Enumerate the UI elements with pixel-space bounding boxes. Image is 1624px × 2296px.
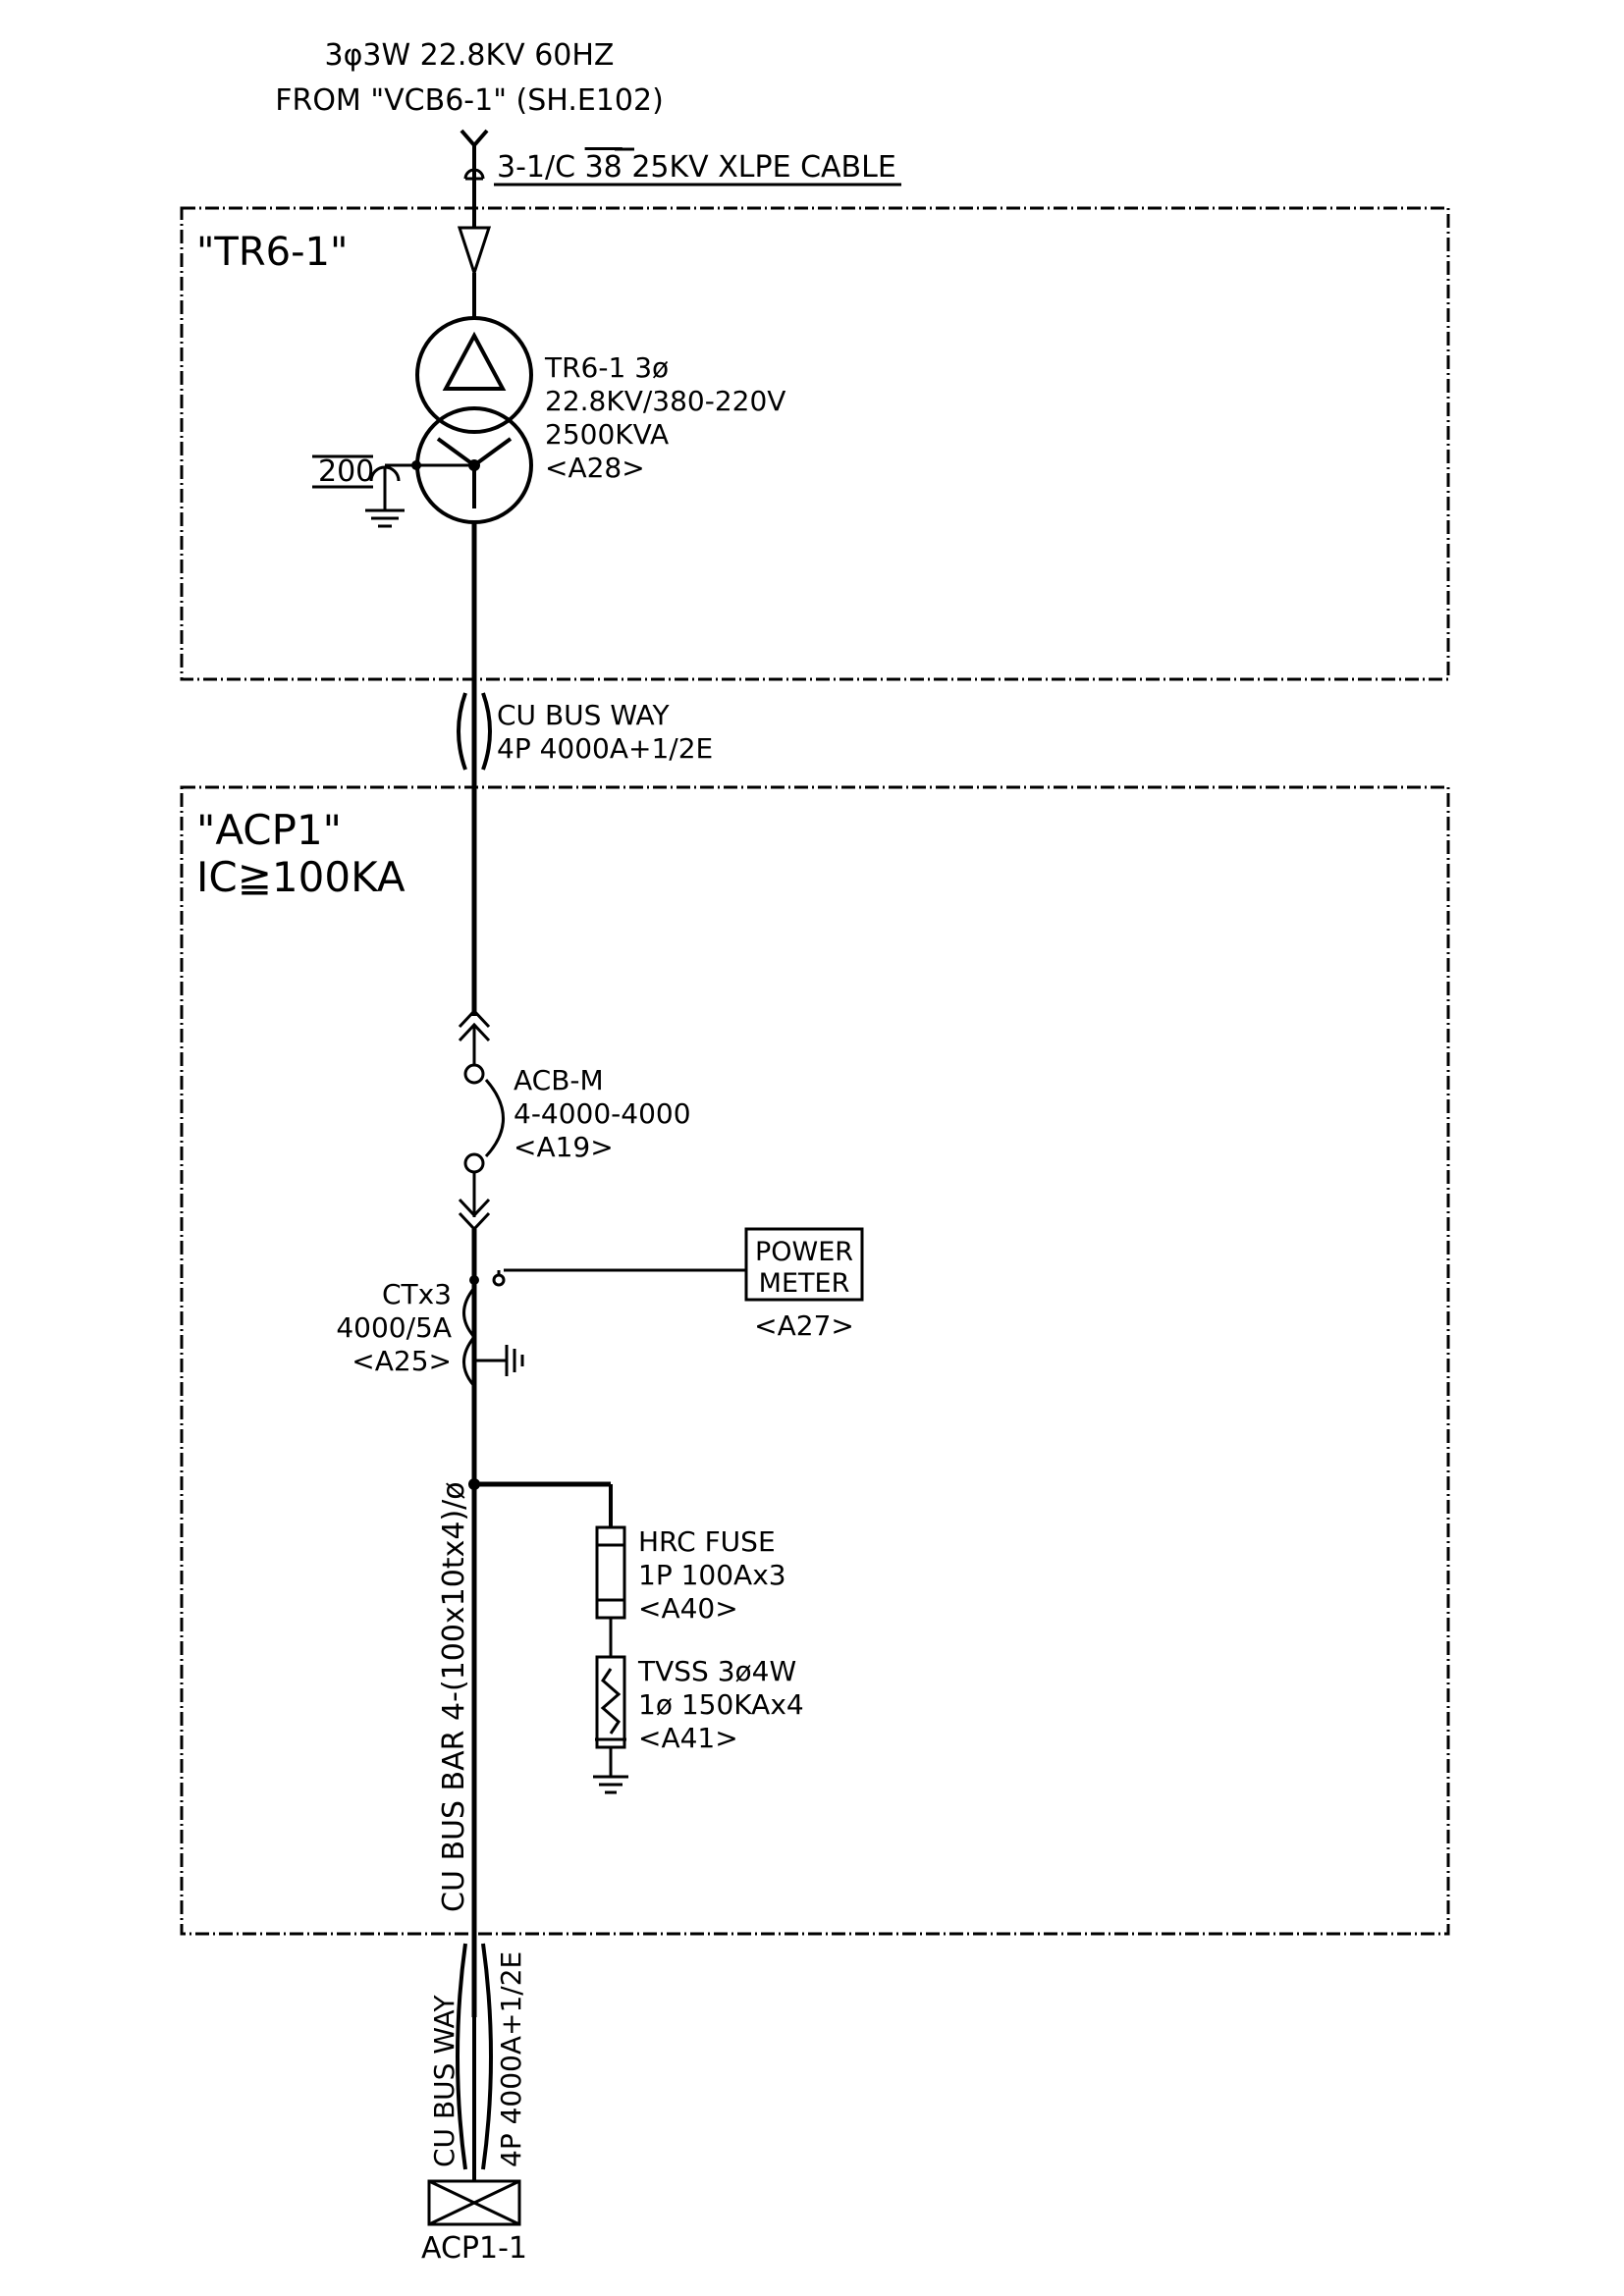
busway-bottom-line-2: 4P 4000A+1/2E	[495, 1951, 527, 2167]
acb-breaker-symbol	[463, 1063, 505, 1217]
hrc-fuse-symbol	[595, 1525, 626, 1657]
acp-enclosure	[180, 785, 1450, 1936]
transformer-symbol	[385, 316, 533, 524]
hrc-fuse-name: HRC FUSE	[638, 1525, 776, 1558]
source-line-1: 3φ3W 22.8KV 60HZ	[325, 38, 615, 73]
hrc-fuse-rating: 1P 100Ax3	[638, 1559, 786, 1591]
tvss-ground-icon	[593, 1775, 628, 1794]
incoming-arrow-icon	[460, 129, 489, 228]
ct-name: CTx3	[382, 1278, 452, 1310]
svg-text:3-1/C 38 25KV XLPE CABLE: 3-1/C 38 25KV XLPE CABLE	[497, 150, 896, 185]
transformer-label: TR6-1 3ø 22.8KV/380-220V 2500KVA <A28>	[544, 351, 785, 484]
incoming-cable-label: 3-1/C 38 25KV XLPE CABLE	[494, 147, 901, 187]
acb-rating: 4-4000-4000	[514, 1097, 691, 1130]
acb-ref: <A19>	[514, 1131, 614, 1163]
power-meter-line-1: POWER	[755, 1237, 853, 1267]
cable-size: 38	[585, 150, 623, 185]
destination-box-icon	[427, 2179, 521, 2226]
acb-drawout-top-icon	[458, 1008, 491, 1065]
busway-top-line-2: 4P 4000A+1/2E	[497, 732, 713, 765]
bus-bar-label: CU BUS BAR 4-(100x10tx4)/ø	[437, 1481, 471, 1912]
ct-ratio: 4000/5A	[336, 1311, 452, 1344]
hrc-fuse-ref: <A40>	[638, 1592, 738, 1625]
tvss-ref: <A41>	[638, 1722, 738, 1754]
transformer-rating: 2500KVA	[545, 418, 669, 451]
transformer-name: TR6-1 3ø	[544, 351, 669, 384]
acb-label: ACB-M 4-4000-4000 <A19>	[514, 1064, 691, 1163]
busway-bottom-line-1: CU BUS WAY	[428, 1995, 460, 2167]
power-meter-ref: <A27>	[754, 1309, 854, 1342]
power-meter-line-2: METER	[759, 1268, 850, 1299]
tvss-label: TVSS 3ø4W 1ø 150KAx4 <A41>	[637, 1655, 804, 1754]
transformer-ref: <A28>	[545, 452, 645, 484]
transformer-voltage: 22.8KV/380-220V	[545, 385, 785, 417]
tvss-name: TVSS 3ø4W	[637, 1655, 796, 1687]
current-transformer-symbol	[462, 1268, 746, 1387]
destination-label: ACP1-1	[421, 2231, 527, 2266]
tvss-symbol	[595, 1655, 626, 1777]
tr-box-title: "TR6-1"	[196, 230, 348, 275]
ct-ref: <A25>	[352, 1345, 452, 1377]
ct-label: CTx3 4000/5A <A25>	[336, 1278, 452, 1377]
busway-top-symbol	[457, 692, 492, 771]
busway-bottom-symbol	[456, 1943, 493, 2181]
cable-termination-icon	[457, 226, 492, 278]
acp-box-title: "ACP1"	[196, 806, 342, 854]
acb-name: ACB-M	[514, 1064, 604, 1096]
busway-top-line-1: CU BUS WAY	[497, 699, 670, 731]
tvss-rating: 1ø 150KAx4	[638, 1688, 804, 1721]
transformer-ground-icon	[365, 465, 405, 528]
tr-enclosure	[180, 206, 1450, 681]
hrc-fuse-label: HRC FUSE 1P 100Ax3 <A40>	[638, 1525, 786, 1625]
acp-interrupt-rating: IC≧100KA	[196, 853, 406, 901]
ground-conductor-label: 200	[318, 454, 374, 489]
power-meter-box	[744, 1227, 864, 1302]
source-line-2: FROM "VCB6-1" (SH.E102)	[275, 83, 664, 118]
